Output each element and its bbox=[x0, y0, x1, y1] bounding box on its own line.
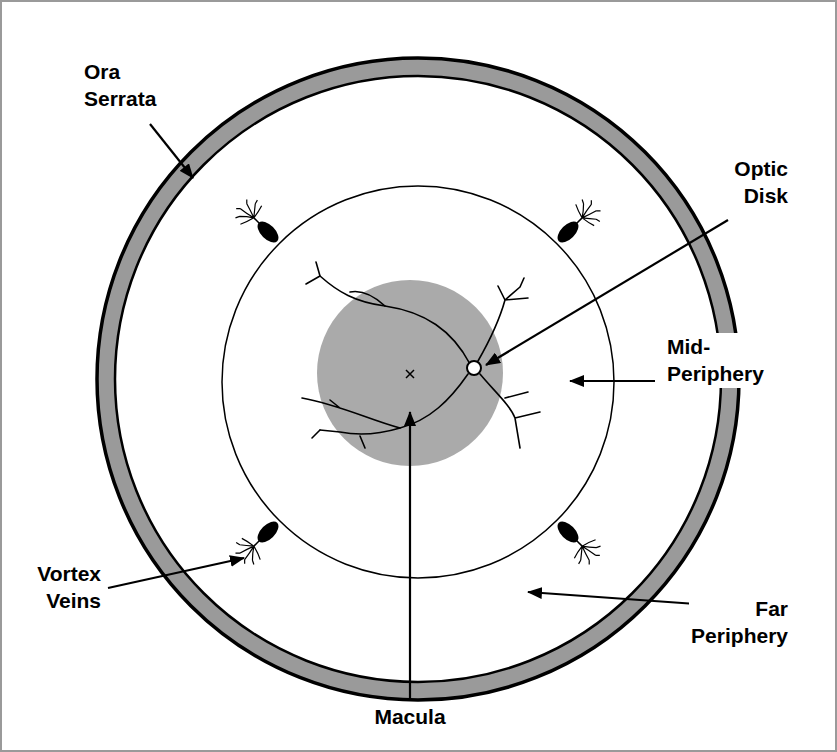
region-label: Macula bbox=[372, 703, 447, 730]
region-label: Vortex Veins bbox=[35, 560, 103, 615]
ora-serrata-ring bbox=[97, 58, 739, 700]
region-label: Optic Disk bbox=[732, 155, 790, 210]
region-label: Mid- Periphery bbox=[665, 333, 766, 388]
optic-disk-shape bbox=[467, 361, 481, 375]
region-label: Ora Serrata bbox=[82, 58, 158, 113]
fovea-mark bbox=[406, 370, 414, 378]
leader-arrows bbox=[108, 124, 738, 700]
mid-periphery-boundary bbox=[222, 186, 614, 578]
region-label: Far Periphery bbox=[689, 595, 790, 650]
vortex-veins bbox=[230, 194, 606, 570]
